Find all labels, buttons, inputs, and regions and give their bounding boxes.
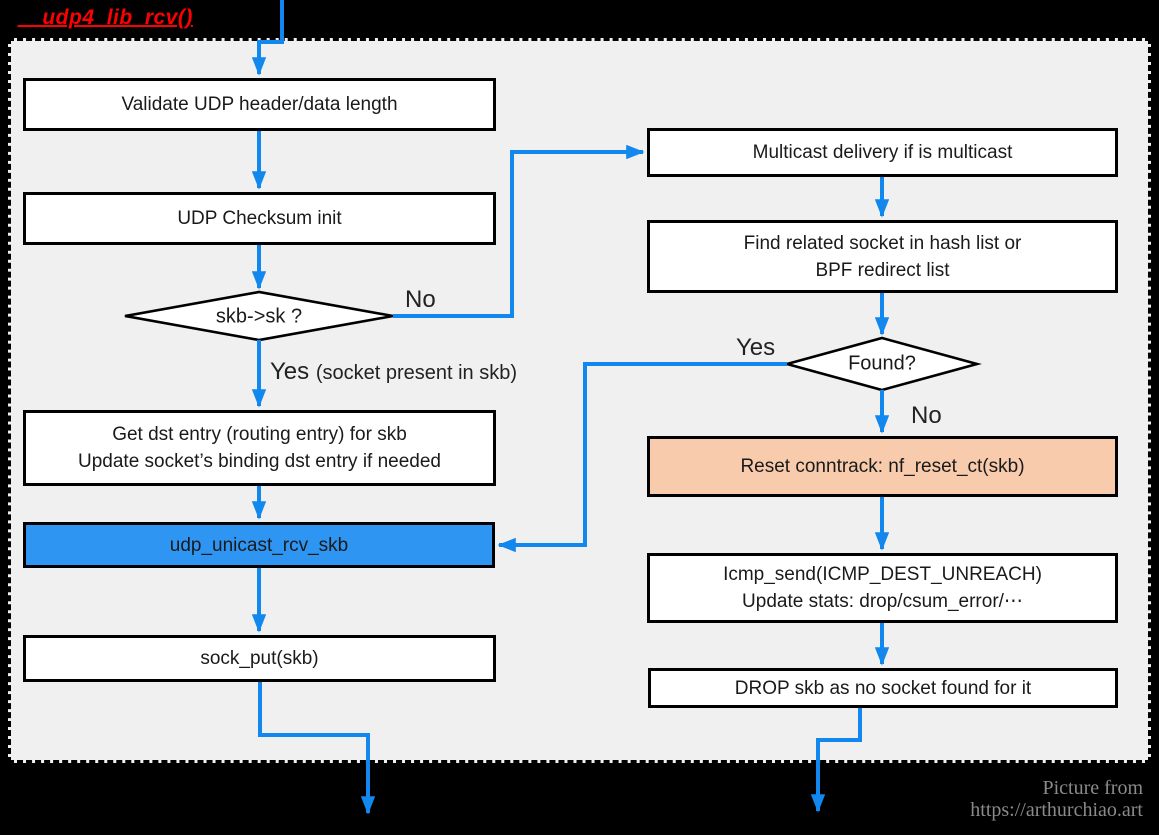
node-icmp-send: Icmp_send(ICMP_DEST_UNREACH) Update stat…	[647, 553, 1118, 623]
figure-title: __udp4_lib_rcv()	[18, 6, 193, 29]
node-label-line2: BPF redirect list	[815, 259, 950, 281]
decision-found-label: Found?	[848, 352, 916, 375]
attribution-line1: Picture from	[1042, 777, 1143, 799]
node-drop-skb: DROP skb as no socket found for it	[648, 668, 1118, 708]
node-get-dst-entry: Get dst entry (routing entry) for skb Up…	[23, 410, 496, 486]
decision-skb-sk-label: skb->sk ?	[215, 305, 303, 328]
attribution-line2: https://arthurchiao.art	[970, 799, 1143, 821]
node-label-line2: Update stats: drop/csum_error/⋯	[742, 591, 1023, 612]
node-label: UDP Checksum init	[177, 208, 342, 229]
edge-label-found-no: No	[911, 402, 942, 429]
edge-label-skbsk-yes: Yes (socket present in skb)	[270, 358, 517, 386]
edge-label-found-yes: Yes	[736, 334, 776, 361]
node-label: DROP skb as no socket found for it	[734, 677, 1032, 699]
edge-label-skbsk-no: No	[405, 286, 436, 313]
node-label: Multicast delivery if is multicast	[752, 142, 1013, 163]
node-validate-udp-length: Validate UDP header/data length	[23, 78, 496, 131]
node-udp-unicast-rcv-skb: udp_unicast_rcv_skb	[23, 522, 495, 568]
node-label-line1: Find related socket in hash list or	[743, 232, 1022, 254]
node-label-line1: Icmp_send(ICMP_DEST_UNREACH)	[723, 564, 1042, 585]
node-reset-conntrack: Reset conntrack: nf_reset_ct(skb)	[647, 436, 1118, 497]
node-label: sock_put(skb)	[200, 648, 319, 669]
attribution: Picture from https://arthurchiao.art	[970, 777, 1143, 821]
node-label: udp_unicast_rcv_skb	[169, 534, 349, 556]
node-udp-checksum-init: UDP Checksum init	[23, 192, 496, 245]
edge-label-yes-text: Yes	[270, 358, 310, 385]
node-multicast-delivery: Multicast delivery if is multicast	[647, 128, 1118, 177]
node-sock-put: sock_put(skb)	[23, 635, 496, 682]
node-label-line2: Update socket’s binding dst entry if nee…	[78, 451, 441, 472]
node-label: Validate UDP header/data length	[121, 94, 398, 115]
edge-label-yes-note: (socket present in skb)	[315, 362, 518, 384]
node-find-related-socket: Find related socket in hash list or BPF …	[647, 220, 1118, 293]
node-label-line1: Get dst entry (routing entry) for skb	[112, 424, 407, 445]
node-label: Reset conntrack: nf_reset_ct(skb)	[740, 456, 1025, 477]
